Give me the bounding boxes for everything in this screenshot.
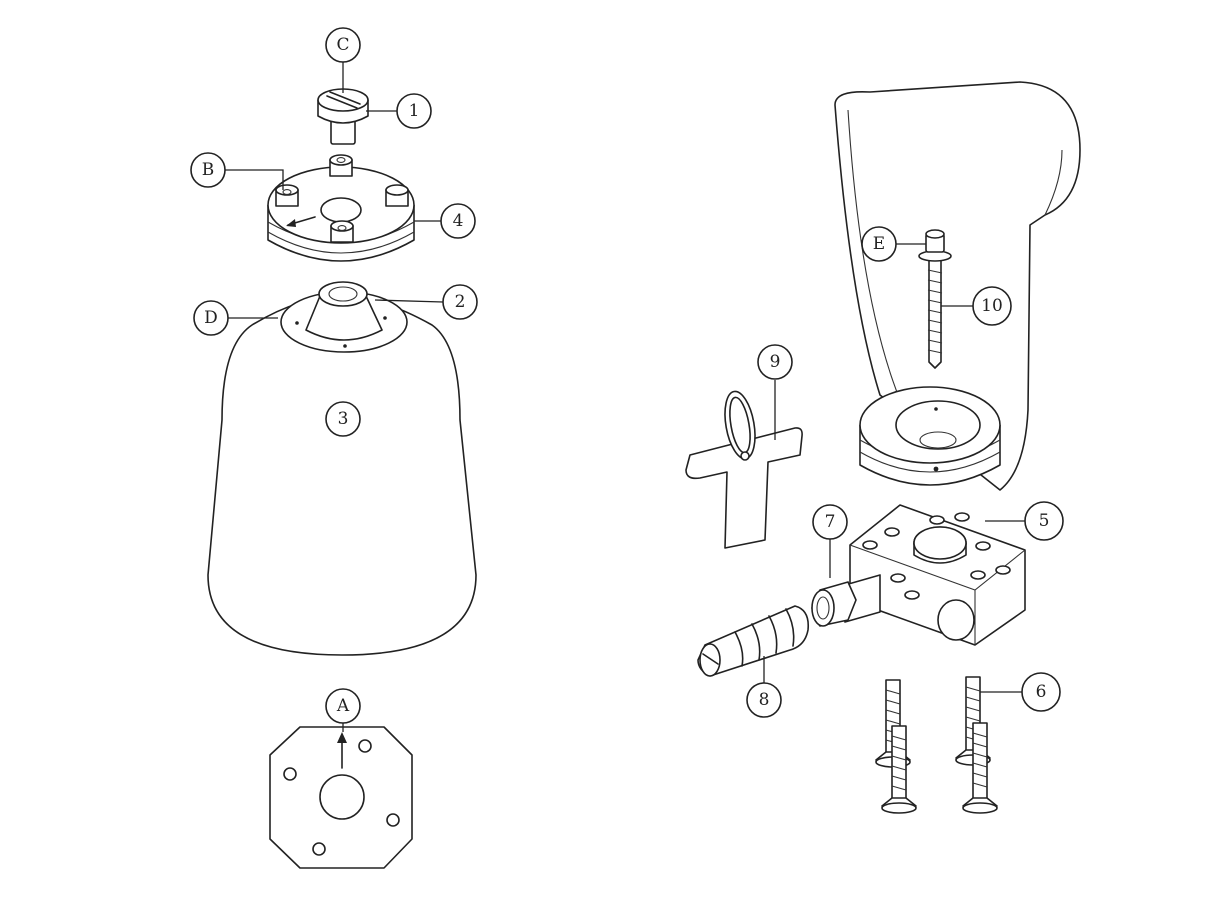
svg-text:1: 1 bbox=[409, 101, 420, 121]
svg-text:E: E bbox=[873, 234, 885, 254]
callout-4: 4 bbox=[440, 203, 476, 239]
callout-5: 5 bbox=[1024, 501, 1064, 541]
callout-b: B bbox=[190, 152, 226, 188]
svg-text:4: 4 bbox=[453, 211, 464, 231]
part-5-junction-block bbox=[849, 504, 1026, 646]
svg-text:3: 3 bbox=[338, 409, 349, 429]
callout-10: 10 bbox=[972, 286, 1012, 326]
callout-7: 7 bbox=[812, 504, 848, 540]
callout-9: 9 bbox=[757, 344, 793, 380]
part-2-nozzle bbox=[295, 281, 387, 348]
callout-8: 8 bbox=[746, 682, 782, 718]
svg-text:7: 7 bbox=[825, 512, 836, 532]
part-6-screws bbox=[875, 676, 998, 814]
part-1-slotted-screw bbox=[317, 88, 369, 145]
callout-1: 1 bbox=[396, 93, 432, 129]
part-a-mounting-plate bbox=[269, 726, 413, 869]
part-4-base-ring bbox=[267, 154, 415, 262]
part-10-lag-screw bbox=[918, 229, 952, 369]
leader-lines bbox=[225, 62, 1025, 732]
svg-text:A: A bbox=[336, 696, 350, 716]
svg-text:9: 9 bbox=[770, 352, 781, 372]
part-9-t-key bbox=[685, 390, 803, 549]
svg-text:8: 8 bbox=[759, 690, 770, 710]
svg-text:2: 2 bbox=[455, 292, 466, 312]
svg-text:D: D bbox=[204, 308, 218, 328]
callout-2: 2 bbox=[442, 284, 478, 320]
callout-3: 3 bbox=[325, 401, 361, 437]
callout-6: 6 bbox=[1021, 672, 1061, 712]
svg-text:B: B bbox=[202, 160, 215, 180]
part-3-bell-housing bbox=[207, 291, 477, 656]
callout-a: A bbox=[325, 688, 361, 724]
part-7-cable-gland bbox=[811, 574, 881, 627]
svg-text:C: C bbox=[336, 35, 349, 55]
callout-c: C bbox=[325, 27, 361, 63]
svg-text:10: 10 bbox=[981, 296, 1003, 316]
svg-text:5: 5 bbox=[1039, 511, 1050, 531]
svg-text:6: 6 bbox=[1036, 682, 1047, 702]
part-8-threaded-plug bbox=[697, 605, 810, 677]
callout-d: D bbox=[193, 300, 229, 336]
part-shroud-housing bbox=[834, 81, 1081, 491]
callout-e: E bbox=[861, 226, 897, 262]
